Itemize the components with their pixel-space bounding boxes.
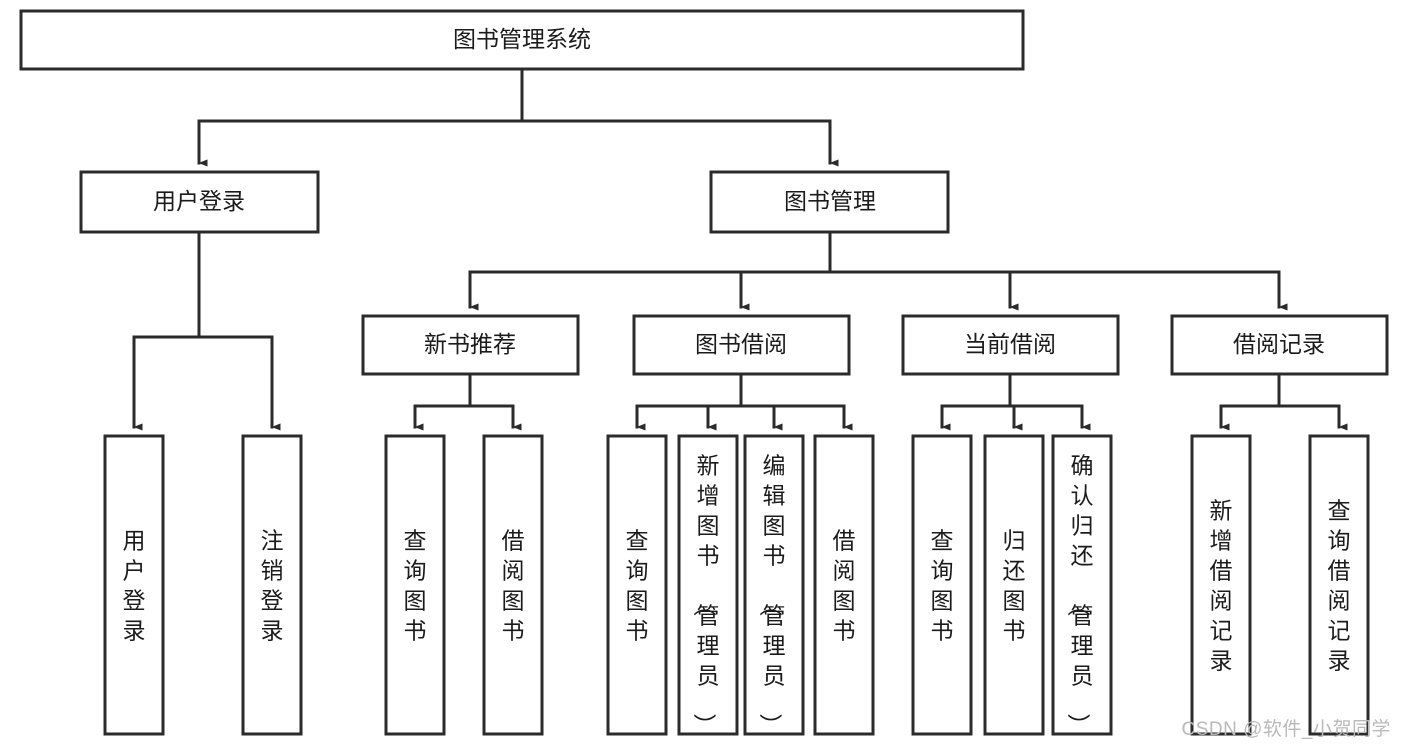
leaf-query-book-2-label: 查询图书 [626,527,649,643]
leaf-query-book-1-box[interactable] [384,434,446,736]
leaf-query-book-3[interactable]: 查询图书 [911,434,973,736]
leaf-user-login-box[interactable] [103,434,165,736]
connector-group-borrow-record [1219,372,1348,431]
leaf-query-book-1[interactable]: 查询图书 [384,434,446,736]
leaf-logout-box[interactable] [241,434,303,736]
node-borrow-record-label: 借阅记录 [1233,331,1325,357]
leaf-query-book-3-box[interactable] [911,434,973,736]
leaf-return-book[interactable]: 归还图书 [983,434,1045,736]
leaf-confirm-return[interactable]: 确认归还（管理员） [1051,434,1113,736]
leaf-logout-label: 注销登录 [261,527,284,643]
node-user-login-label: 用户登录 [153,188,245,214]
leaf-borrow-book-1-box[interactable] [482,434,544,736]
leaf-add-book-label: 新增图书（管理员） [692,452,720,736]
leaf-query-book-2-box[interactable] [606,434,668,736]
leaf-query-record-label: 查询借阅记录 [1328,497,1351,673]
node-current-borrow[interactable]: 当前借阅 [901,314,1120,376]
leaf-add-record-box[interactable] [1190,434,1252,736]
node-book-borrow-label: 图书借阅 [695,331,787,357]
leaf-borrow-book-1[interactable]: 借阅图书 [482,434,544,736]
leaf-logout[interactable]: 注销登录 [241,434,303,736]
leaf-edit-book-box[interactable] [743,434,805,736]
connector-group-book-manage [468,230,1288,311]
leaf-query-book-1-label: 查询图书 [404,527,427,643]
node-root-label: 图书管理系统 [453,26,591,52]
leaf-add-record-label: 新增借阅记录 [1210,497,1233,673]
leaf-borrow-book-1-label: 借阅图书 [502,527,525,643]
connector-group-user-login [132,230,281,431]
node-book-manage-box[interactable] [709,170,950,234]
node-borrow-record-box[interactable] [1170,314,1389,376]
node-current-borrow-box[interactable] [901,314,1120,376]
node-user-login[interactable]: 用户登录 [79,170,320,234]
leaf-borrow-book-2-box[interactable] [813,434,875,736]
node-book-borrow[interactable]: 图书借阅 [632,314,851,376]
node-current-borrow-label: 当前借阅 [964,331,1056,357]
leaf-borrow-book-2[interactable]: 借阅图书 [813,434,875,736]
watermark-text: CSDN @软件_小贺同学 [1181,719,1391,740]
leaf-edit-book-label: 编辑图书（管理员） [758,452,786,736]
leaf-add-book[interactable]: 新增图书（管理员） [677,434,739,736]
leaf-edit-book[interactable]: 编辑图书（管理员） [743,434,805,736]
node-root-box[interactable] [19,9,1025,71]
leaf-node-layer: 用户登录 注销登录 查询图书 借阅图书 查询图书 新增图书（管理员） 编辑图书（管理员） 借阅… [103,434,1370,736]
node-borrow-record[interactable]: 借阅记录 [1170,314,1389,376]
node-book-manage[interactable]: 图书管理 [709,170,950,234]
leaf-query-record-box[interactable] [1308,434,1370,736]
connector-group-root [197,67,839,167]
leaf-borrow-book-2-label: 借阅图书 [833,527,856,643]
leaf-query-record[interactable]: 查询借阅记录 [1308,434,1370,736]
node-new-book-rec-label: 新书推荐 [424,331,516,357]
leaf-return-book-box[interactable] [983,434,1045,736]
leaf-confirm-return-label: 确认归还（管理员） [1066,452,1094,736]
leaf-query-book-3-label: 查询图书 [931,527,954,643]
leaf-add-record[interactable]: 新增借阅记录 [1190,434,1252,736]
leaf-query-book-2[interactable]: 查询图书 [606,434,668,736]
leaf-return-book-label: 归还图书 [1003,527,1026,643]
node-book-manage-label: 图书管理 [784,188,876,214]
connector-group-new-book-rec [413,372,522,431]
connector-group-book-borrow [635,372,853,431]
node-root[interactable]: 图书管理系统 [19,9,1025,71]
connector-group-current-borrow [940,372,1091,431]
leaf-user-login-label: 用户登录 [123,527,146,643]
node-user-login-box[interactable] [79,170,320,234]
leaf-user-login[interactable]: 用户登录 [103,434,165,736]
node-book-borrow-box[interactable] [632,314,851,376]
node-new-book-rec-box[interactable] [361,314,580,376]
leaf-add-book-box[interactable] [677,434,739,736]
node-new-book-rec[interactable]: 新书推荐 [361,314,580,376]
leaf-confirm-return-box[interactable] [1051,434,1113,736]
